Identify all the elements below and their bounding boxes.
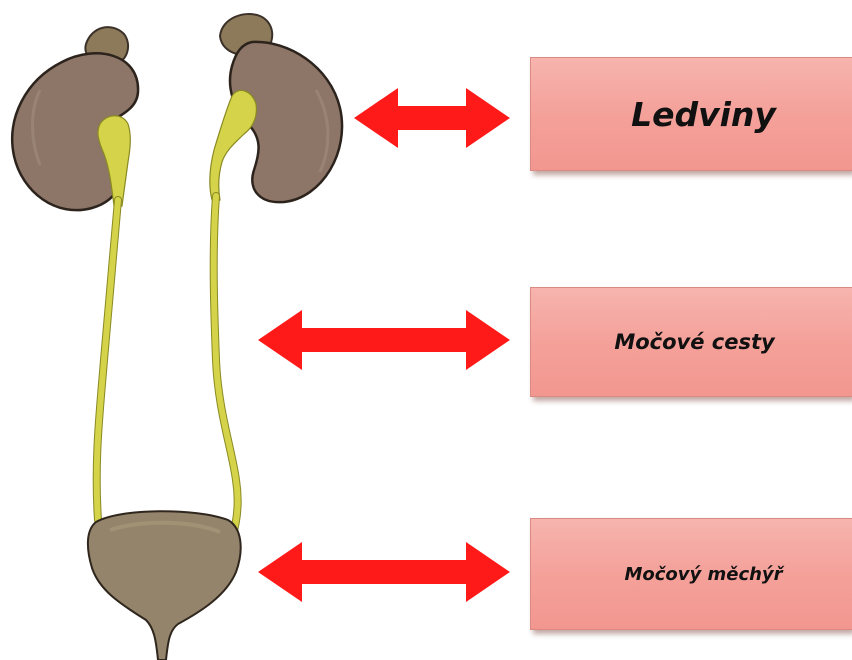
ureters-double-arrow [258, 310, 510, 370]
ureters-label: Močové cesty [614, 330, 774, 354]
right-renal-pelvis [210, 90, 257, 200]
bladder-double-arrow [258, 542, 510, 602]
ureters-label-box: Močové cesty [530, 287, 852, 397]
kidneys-double-arrow [354, 88, 510, 148]
kidneys-label-box: Ledviny [530, 57, 852, 171]
bladder-label-box: Močový měchýř [530, 518, 852, 630]
kidneys-label: Ledviny [631, 95, 776, 134]
bladder-label: Močový měchýř [624, 564, 782, 585]
urinary-bladder [88, 511, 241, 660]
